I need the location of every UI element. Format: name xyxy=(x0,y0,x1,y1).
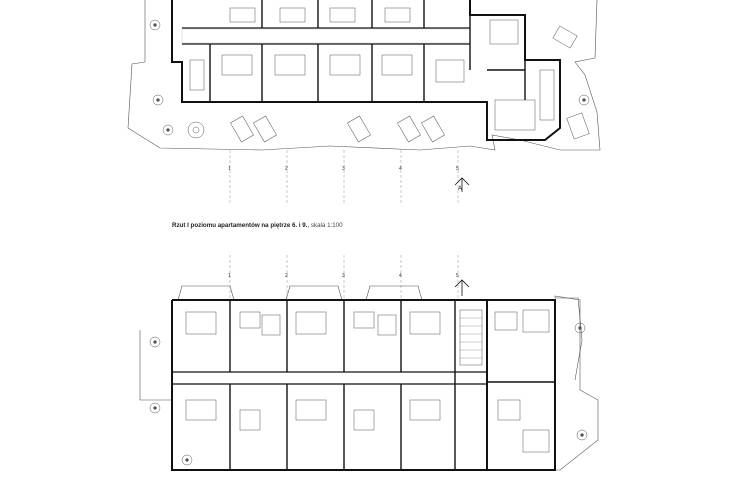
axis-label: 3 xyxy=(342,166,345,172)
lower-outer-wall xyxy=(487,299,556,471)
axis-label: 3 xyxy=(342,273,345,279)
lower-grid-axes xyxy=(229,255,459,300)
upper-lounge-chair-set xyxy=(187,25,590,143)
axis-label: 1 xyxy=(228,166,231,172)
axis-label: 4 xyxy=(399,166,402,172)
upper-terrace-outline xyxy=(127,0,601,151)
axis-label: 4 xyxy=(399,273,402,279)
upper-partitions xyxy=(209,0,526,102)
lower-bay-window xyxy=(177,285,235,301)
upper-axis-labels: 1 2 3 4 5 xyxy=(228,166,459,172)
upper-section-cut-marker: A xyxy=(454,177,470,192)
lower-furniture-outline xyxy=(185,309,550,453)
lower-partitions xyxy=(229,300,555,470)
lower-bay-window xyxy=(285,285,343,301)
upper-interior-detail xyxy=(189,7,555,131)
upper-corridor xyxy=(181,28,471,44)
upper-grid-axes xyxy=(229,150,459,205)
plan-caption: Rzut I poziomu apartamentów na piętrze 6… xyxy=(172,222,343,229)
lower-floor-plan xyxy=(139,255,599,471)
plan-title: Rzut I poziomu apartamentów na piętrze 6… xyxy=(172,222,308,229)
axis-label: 5 xyxy=(456,273,459,279)
lower-terrace-right xyxy=(555,297,583,381)
lower-potted-plant-icon xyxy=(149,322,588,466)
lower-bay-window xyxy=(365,285,423,301)
upper-floor-plan xyxy=(127,0,601,205)
lower-stair xyxy=(460,317,482,359)
upper-potted-plant-icon xyxy=(149,19,590,136)
axis-label: 5 xyxy=(456,166,459,172)
lower-section-cut-marker xyxy=(454,279,470,296)
axis-label: 2 xyxy=(285,273,288,279)
upper-outer-wall xyxy=(171,0,561,141)
plan-scale: skala 1:100 xyxy=(310,222,343,229)
lower-terrace-outline xyxy=(139,295,599,471)
axis-label: 2 xyxy=(285,166,288,172)
section-label: A xyxy=(458,186,462,192)
axis-label: 1 xyxy=(228,273,231,279)
lower-axis-labels: 1 2 3 4 5 xyxy=(228,273,459,279)
